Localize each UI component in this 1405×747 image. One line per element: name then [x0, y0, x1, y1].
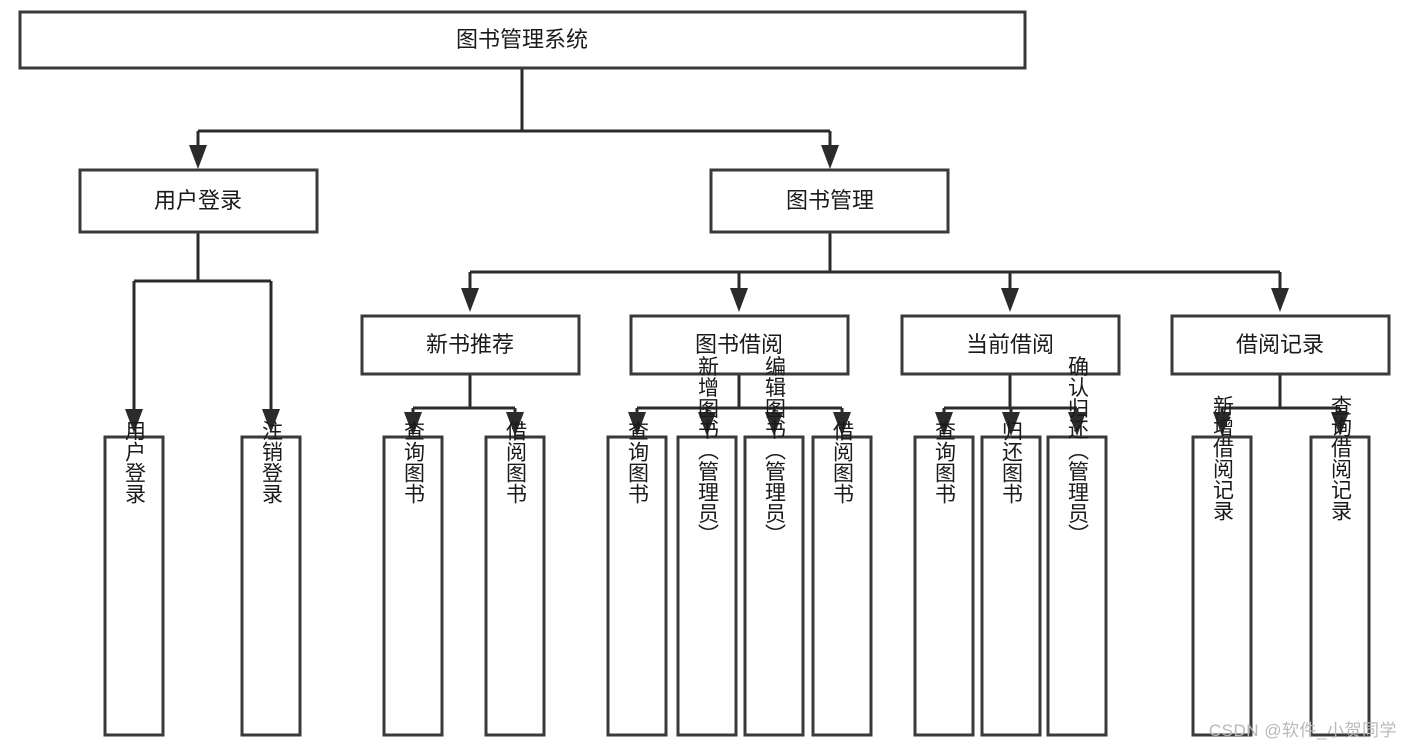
- node-borrow-record-box[interactable]: [1170, 314, 1391, 376]
- node-book-borrow[interactable]: 图书借阅: [629, 314, 850, 376]
- leaf-logout-box[interactable]: [240, 435, 302, 737]
- leaf-borrow-book-recommend[interactable]: 借阅图书: [484, 420, 546, 737]
- leaf-borrow-book-label: 借阅图书: [831, 420, 855, 504]
- node-current-borrow-box[interactable]: [900, 314, 1121, 376]
- node-root-box[interactable]: [18, 10, 1027, 70]
- node-book-management-label: 图书管理: [786, 188, 874, 213]
- node-book-borrow-box[interactable]: [629, 314, 850, 376]
- leaf-query-book-recommend-label: 查询图书: [402, 420, 426, 504]
- arrow-to-user-login: [189, 145, 207, 169]
- node-root-book-management-system[interactable]: 图书管理系统: [18, 10, 1027, 70]
- leaf-query-borrow-record[interactable]: 查询借阅记录: [1309, 395, 1371, 737]
- leaf-add-book-label: 新增图书（管理员）: [696, 356, 720, 545]
- node-book-management[interactable]: 图书管理: [709, 168, 950, 234]
- arrow-to-current-borrow: [1001, 288, 1019, 312]
- node-current-borrow[interactable]: 当前借阅: [900, 314, 1121, 376]
- leaf-logout-label: 注销登录: [260, 420, 284, 504]
- leaf-confirm-return[interactable]: 确认归还（管理员）: [1046, 356, 1108, 737]
- node-borrow-record[interactable]: 借阅记录: [1170, 314, 1391, 376]
- leaf-query-book-current-label: 查询图书: [933, 420, 957, 504]
- leaf-user-login[interactable]: 用户登录: [103, 420, 165, 737]
- leaf-borrow-book-box[interactable]: [811, 435, 873, 737]
- leaf-add-borrow-record-label: 新增借阅记录: [1211, 395, 1235, 521]
- leaf-borrow-book[interactable]: 借阅图书: [811, 420, 873, 737]
- leaf-user-login-label: 用户登录: [123, 420, 147, 504]
- leaf-query-book-current-box[interactable]: [913, 435, 975, 737]
- leaf-query-book-current[interactable]: 查询图书: [913, 420, 975, 737]
- node-borrow-record-label: 借阅记录: [1236, 332, 1324, 357]
- node-root-label: 图书管理系统: [456, 27, 588, 52]
- node-new-book-recommend-box[interactable]: [360, 314, 581, 376]
- node-user-login-box[interactable]: [78, 168, 319, 234]
- arrow-to-new-book-recommend: [461, 288, 479, 312]
- leaf-confirm-return-label: 确认归还（管理员）: [1066, 356, 1090, 545]
- leaf-edit-book-label: 编辑图书（管理员）: [763, 356, 787, 545]
- node-user-login-label: 用户登录: [154, 188, 242, 213]
- leaf-user-login-box[interactable]: [103, 435, 165, 737]
- node-current-borrow-label: 当前借阅: [966, 332, 1054, 357]
- arrow-to-book-mgmt: [821, 145, 839, 169]
- leaf-query-book-borrow[interactable]: 查询图书: [606, 420, 668, 737]
- node-new-book-recommend[interactable]: 新书推荐: [360, 314, 581, 376]
- leaf-query-book-borrow-label: 查询图书: [626, 420, 650, 504]
- arrow-to-borrow-record: [1271, 288, 1289, 312]
- node-book-management-box[interactable]: [709, 168, 950, 234]
- leaf-add-borrow-record[interactable]: 新增借阅记录: [1191, 395, 1253, 737]
- leaf-query-borrow-record-label: 查询借阅记录: [1329, 395, 1353, 521]
- leaf-borrow-book-recommend-label: 借阅图书: [504, 420, 528, 504]
- leaf-add-book-box[interactable]: [676, 435, 738, 737]
- leaf-query-book-recommend[interactable]: 查询图书: [382, 420, 444, 737]
- arrow-to-book-borrow: [730, 288, 748, 312]
- leaf-confirm-return-box[interactable]: [1046, 435, 1108, 737]
- leaf-query-book-borrow-box[interactable]: [606, 435, 668, 737]
- leaf-return-book[interactable]: 归还图书: [980, 420, 1042, 737]
- leaf-query-borrow-record-box[interactable]: [1309, 435, 1371, 737]
- leaf-borrow-book-recommend-box[interactable]: [484, 435, 546, 737]
- leaf-edit-book[interactable]: 编辑图书（管理员）: [743, 356, 805, 737]
- connector-layer: [125, 68, 1349, 436]
- node-book-borrow-label: 图书借阅: [695, 332, 783, 357]
- leaf-return-book-label: 归还图书: [1000, 420, 1024, 504]
- leaf-add-book[interactable]: 新增图书（管理员）: [676, 356, 738, 737]
- leaf-return-book-box[interactable]: [980, 435, 1042, 737]
- node-new-book-recommend-label: 新书推荐: [426, 332, 514, 357]
- leaf-logout[interactable]: 注销登录: [240, 420, 302, 737]
- node-user-login[interactable]: 用户登录: [78, 168, 319, 234]
- leaf-add-borrow-record-box[interactable]: [1191, 435, 1253, 737]
- leaf-query-book-recommend-box[interactable]: [382, 435, 444, 737]
- leaf-edit-book-box[interactable]: [743, 435, 805, 737]
